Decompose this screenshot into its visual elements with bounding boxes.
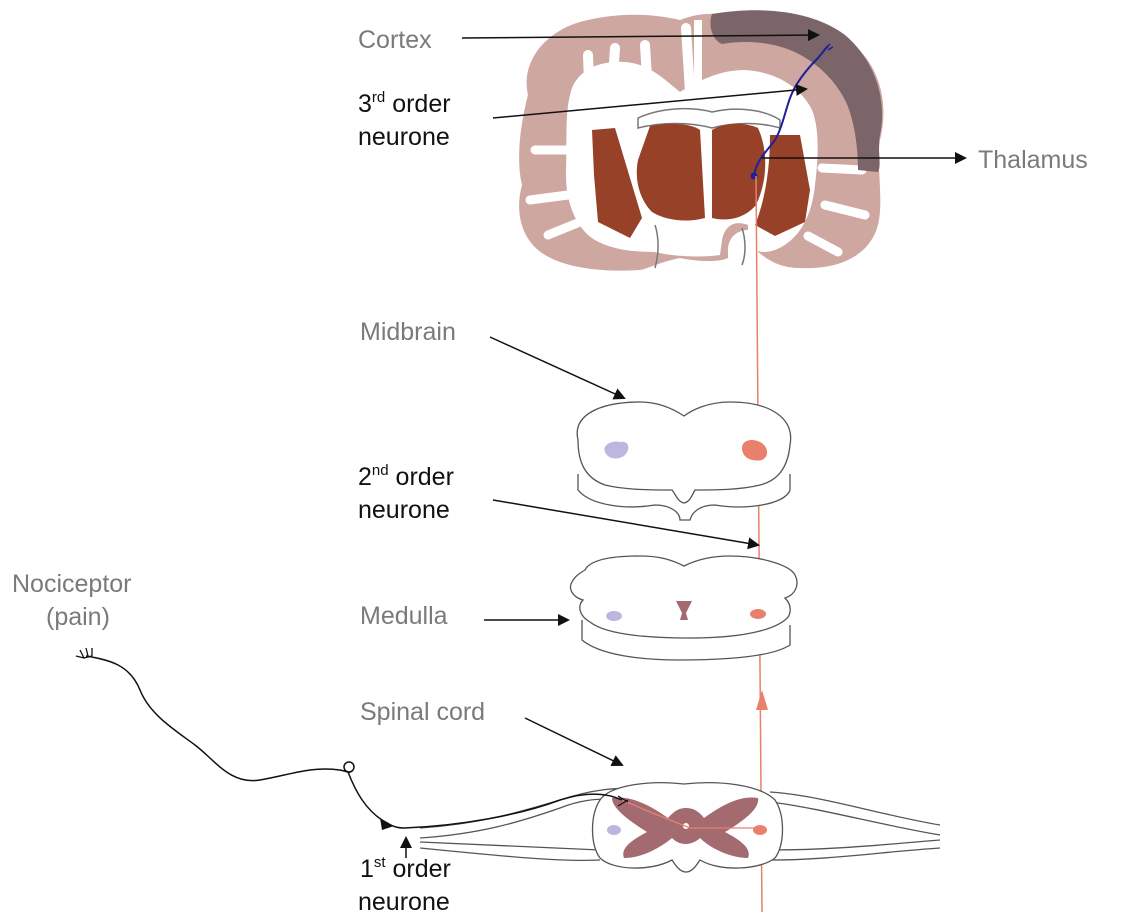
nociceptor-ending xyxy=(76,648,92,658)
medulla-outline xyxy=(570,556,796,638)
third-order-label-line2: neurone xyxy=(358,123,450,151)
first-order-axon xyxy=(86,656,622,828)
medulla-right-tract xyxy=(750,609,766,619)
brain-coronal-section xyxy=(519,10,883,270)
spinal-cord-arrow xyxy=(525,718,622,765)
nociceptor-label-line1: Nociceptor xyxy=(12,570,132,598)
right-ventral-root xyxy=(770,840,940,850)
left-ventral-root xyxy=(420,842,600,850)
medulla-section xyxy=(570,556,796,660)
medulla-label: Medulla xyxy=(360,602,448,630)
third-order-label-line1: 3rd order xyxy=(358,89,451,118)
spinal-right-tract xyxy=(753,825,767,835)
midbrain-arrow xyxy=(490,337,624,398)
dorsal-root-ganglion-cell-body xyxy=(344,762,354,772)
spinal-cord-section xyxy=(420,783,940,872)
tract-direction-arrow xyxy=(756,690,768,710)
left-dorsal-root-lower xyxy=(420,799,610,838)
first-order-label-line1: 1st order xyxy=(360,854,451,883)
midbrain-label: Midbrain xyxy=(360,318,456,346)
cortex-label: Cortex xyxy=(358,26,432,54)
thalamus-label: Thalamus xyxy=(978,146,1088,174)
first-order-arrowhead xyxy=(380,818,394,830)
spinal-left-tract xyxy=(607,825,621,835)
medulla-left-tract xyxy=(606,611,622,621)
left-thalamus xyxy=(637,124,705,221)
second-order-label-line1: 2nd order xyxy=(358,462,454,491)
spinal-cord-label: Spinal cord xyxy=(360,698,485,726)
right-dorsal-root-upper xyxy=(770,792,940,825)
second-order-label-line2: neurone xyxy=(358,496,450,524)
midbrain-section xyxy=(577,402,790,520)
first-order-label-line2: neurone xyxy=(358,888,450,915)
nociceptor-label-line2: (pain) xyxy=(46,603,110,631)
brainstem-outline-right xyxy=(742,228,745,265)
